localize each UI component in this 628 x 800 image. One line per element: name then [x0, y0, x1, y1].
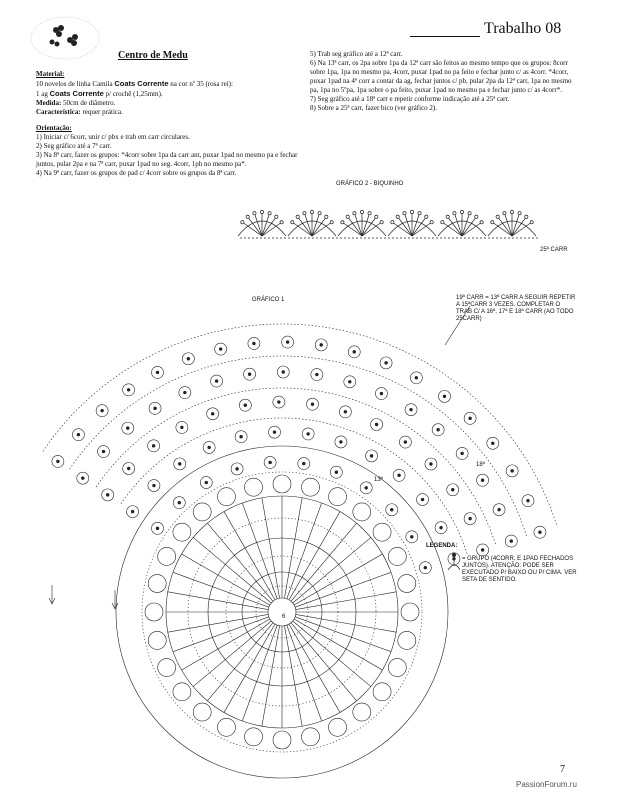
needle-line: 1 ag Coats Corrente p/ crochê (1,25mm).	[36, 89, 298, 99]
caract-line: Característica: requer prática.	[36, 108, 298, 117]
caract-text: requer prática.	[80, 108, 123, 116]
row19-note: 19ª CARR = 13ª CARR A SEGUIR REPETIR A 1…	[456, 295, 576, 322]
material-text: 10 novelos de linha Camila	[36, 80, 115, 88]
brand-name: Coats Corrente	[49, 89, 104, 98]
edging-chart	[237, 210, 540, 239]
brand-name: Coats Corrente	[114, 79, 169, 88]
legend-title: LEGENDA:	[426, 543, 458, 549]
legend-text: = GRUPO (4CORR. E 1PAD FECHADOS JUNTOS).…	[462, 556, 577, 583]
legend-symbol	[447, 553, 461, 571]
row18-mark: 18ª	[476, 462, 485, 468]
medida-text: 50cm de diâmetro.	[61, 99, 116, 107]
grafico2-label: GRÁFICO 2 - BIQUINHO	[336, 181, 404, 187]
row6-mark: 6	[282, 614, 286, 620]
step-3: 3) Na 8ª carr, fazer os grupos: *4corr s…	[36, 151, 298, 168]
page-title: Trabalho 08	[484, 20, 562, 37]
needle-rest: p/ crochê (1,25mm).	[103, 90, 163, 98]
row25-label: 25ª CARR	[540, 247, 568, 253]
grafico1-label: GRÁFICO 1	[252, 297, 285, 303]
orientation-label: Orientação:	[36, 124, 72, 132]
doily-chart	[42, 305, 558, 779]
material-rest: na cor nº 35 (rosa rei):	[168, 80, 233, 88]
flower-logo	[30, 16, 100, 60]
medida-label: Medida:	[36, 99, 62, 107]
page-number: 7	[560, 764, 565, 775]
section-heading: Centro de Medu	[118, 50, 188, 61]
step-7: 7) Seg gráfico até a 18ª carr e repetir …	[310, 95, 510, 103]
row13-mark: 13ª	[374, 477, 383, 483]
left-column: Material: 10 novelos de linha Camila Coa…	[36, 70, 298, 178]
material-line: 10 novelos de linha Camila Coats Corrent…	[36, 79, 298, 89]
needle-pre: 1 ag	[36, 90, 50, 98]
medida-line: Medida: 50cm de diâmetro.	[36, 99, 298, 108]
step-1: 1) Iniciar c/ 6corr, unir c/ pbx e trab …	[36, 133, 190, 141]
caract-label: Característica:	[36, 108, 81, 116]
step-6: 6) Na 13ª carr, os 2pa sobre 1pa da 12ª …	[310, 59, 572, 94]
title-rule	[410, 36, 480, 37]
step-4: 4) Na 9ª carr, fazer os grupos de pad c/…	[36, 169, 237, 177]
watermark: PassionForum.ru	[516, 780, 577, 789]
step-2: 2) Seg gráfico até a 7ª carr.	[36, 142, 112, 150]
material-label: Material:	[36, 70, 65, 78]
right-column: 5) Trab seg gráfico até a 12ª carr. 6) N…	[310, 50, 572, 113]
step-5: 5) Trab seg gráfico até a 12ª carr.	[310, 50, 403, 58]
step-8: 8) Sobre a 25ª carr, fazer bico (ver grá…	[310, 104, 438, 112]
